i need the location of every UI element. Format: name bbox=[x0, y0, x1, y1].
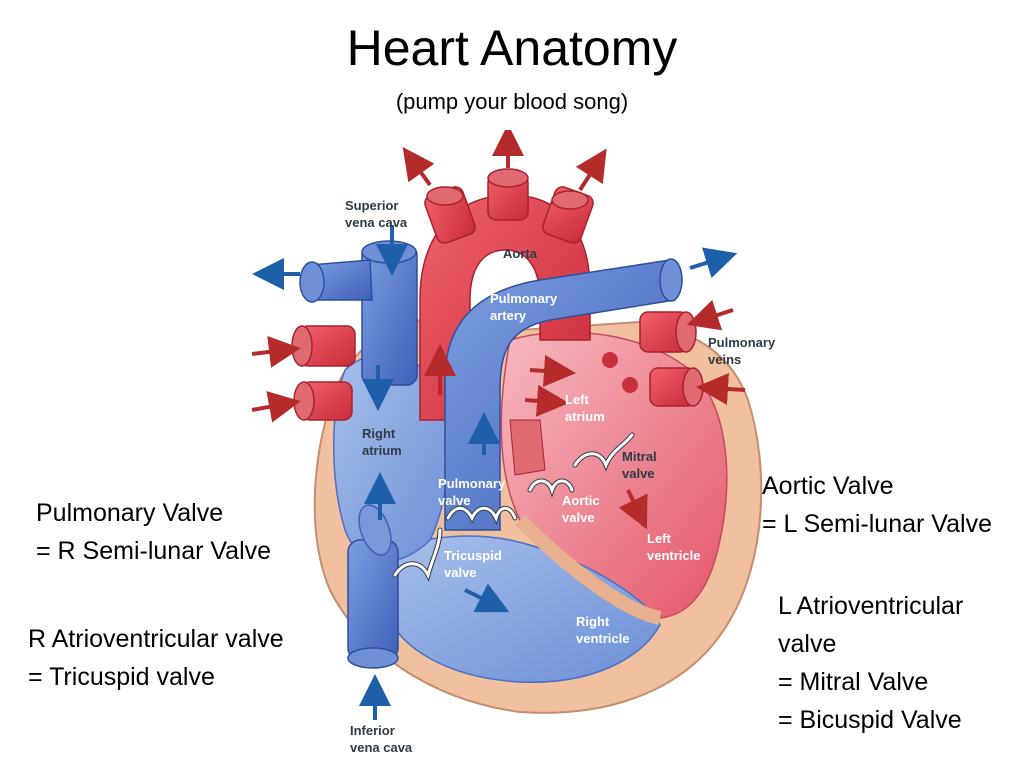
pulmonary-valve-shape bbox=[445, 505, 518, 525]
label-left-atrium: Left bbox=[565, 392, 590, 407]
slide-title: Heart Anatomy bbox=[346, 20, 678, 76]
note-line: = Tricuspid valve bbox=[28, 663, 215, 691]
deoxygenated-flow-arrows bbox=[252, 225, 738, 720]
note-l-av-valve: L Atrioventricular valve = Mitral Valve … bbox=[778, 587, 963, 739]
inferior-vena-cava bbox=[347, 539, 399, 661]
label-pulmonary-veins: veins bbox=[708, 352, 741, 367]
label-left-atrium: atrium bbox=[565, 409, 605, 424]
label-right-ventricle: Right bbox=[576, 614, 610, 629]
label-right-ventricle: ventricle bbox=[576, 631, 629, 646]
note-line: R Atrioventricular valve bbox=[28, 625, 284, 653]
left-atrium-vessel-openings bbox=[602, 352, 638, 393]
label-pulmonary-artery: artery bbox=[490, 308, 527, 323]
label-right-atrium: Right bbox=[362, 426, 396, 441]
label-tricuspid-valve: valve bbox=[444, 565, 477, 580]
heart-diagram: Superior vena cava Aorta Pulmonary arter… bbox=[251, 130, 776, 755]
label-aortic-valve: Aortic bbox=[562, 493, 600, 508]
note-r-av-valve: R Atrioventricular valve = Tricuspid val… bbox=[28, 620, 284, 696]
label-superior-vena-cava: Superior bbox=[345, 198, 398, 213]
label-pulmonary-valve: Pulmonary bbox=[438, 476, 506, 491]
tricuspid-valve bbox=[392, 527, 443, 582]
note-line: = R Semi-lunar Valve bbox=[36, 537, 272, 565]
oxygenated-flow-arrows bbox=[251, 130, 746, 530]
label-pulmonary-valve: valve bbox=[438, 493, 471, 508]
label-mitral-valve: valve bbox=[622, 466, 655, 481]
label-tricuspid-valve: Tricuspid bbox=[444, 548, 502, 563]
note-line: L Atrioventricular bbox=[778, 592, 964, 620]
label-inferior-vena-cava: Inferior bbox=[350, 723, 395, 738]
note-line: Pulmonary Valve bbox=[36, 499, 224, 527]
note-pulmonary-valve: Pulmonary Valve = R Semi-lunar Valve bbox=[36, 494, 271, 570]
label-aorta: Aorta bbox=[503, 246, 538, 261]
slide-subtitle: (pump your blood song) bbox=[395, 89, 629, 114]
label-right-atrium: atrium bbox=[362, 443, 402, 458]
note-line: = L Semi-lunar Valve bbox=[762, 510, 992, 538]
mitral-valve-shape bbox=[572, 432, 635, 472]
label-left-ventricle: ventricle bbox=[647, 548, 700, 563]
fossa-ovalis bbox=[358, 504, 392, 556]
label-aortic-valve: valve bbox=[562, 510, 595, 525]
label-pulmonary-veins: Pulmonary bbox=[708, 335, 776, 350]
note-line: valve bbox=[778, 630, 837, 658]
label-pulmonary-artery: Pulmonary bbox=[490, 291, 558, 306]
label-superior-vena-cava: vena cava bbox=[345, 215, 408, 230]
label-inferior-vena-cava: vena cava bbox=[350, 740, 413, 755]
note-line: = Mitral Valve bbox=[778, 668, 929, 696]
label-mitral-valve: Mitral bbox=[622, 449, 657, 464]
note-line: = Bicuspid Valve bbox=[778, 706, 962, 734]
label-left-ventricle: Left bbox=[647, 531, 672, 546]
aortic-valve-shape bbox=[527, 478, 575, 498]
note-line: Aortic Valve bbox=[762, 472, 894, 500]
note-aortic-valve: Aortic Valve = L Semi-lunar Valve bbox=[762, 467, 992, 543]
